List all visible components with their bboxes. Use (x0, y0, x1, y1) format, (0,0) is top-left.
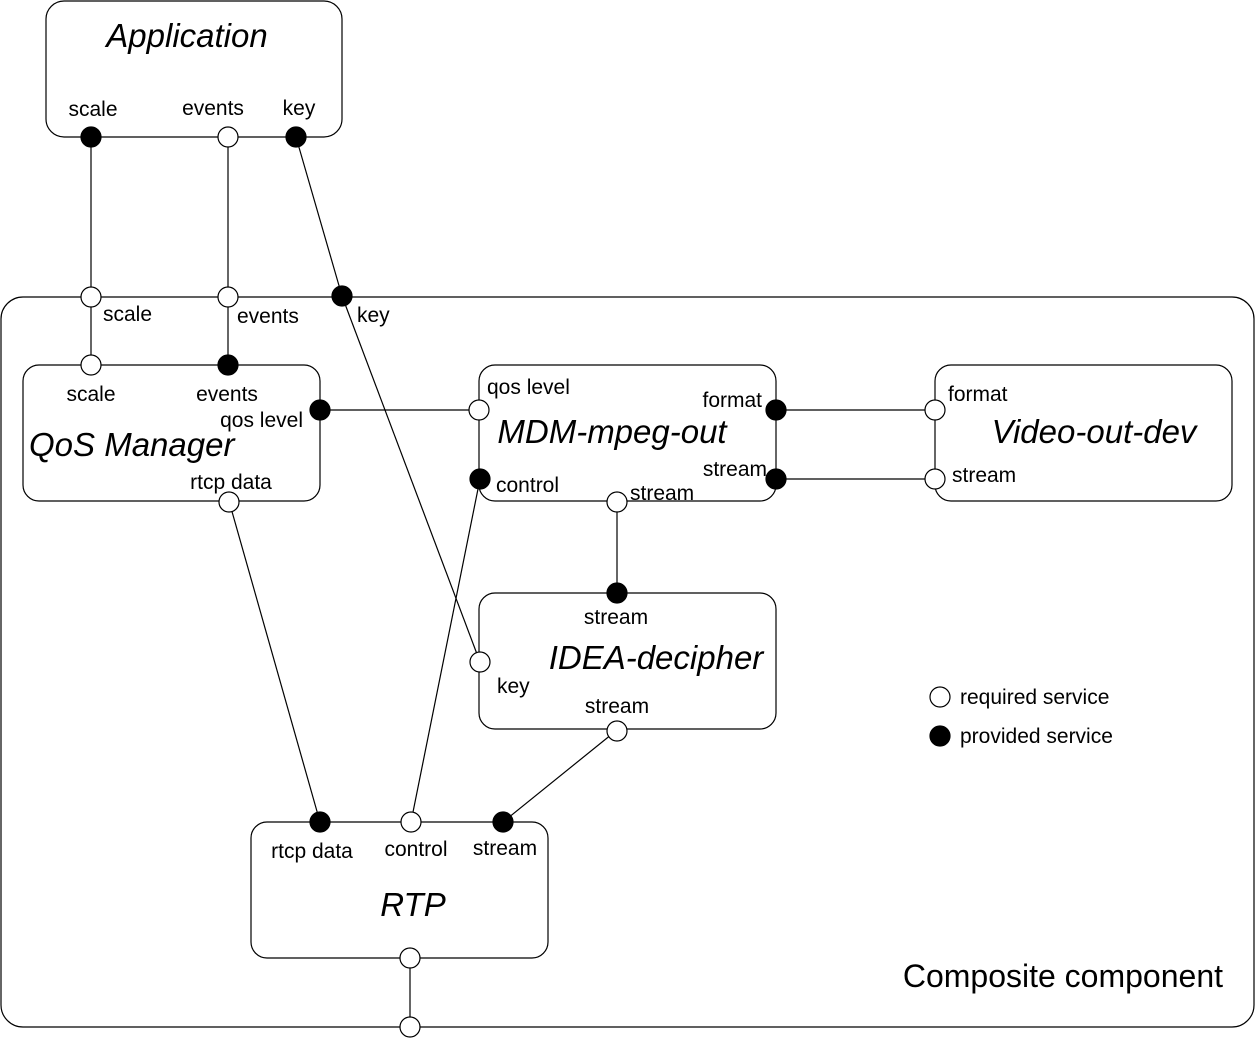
composite-key-label: key (357, 304, 390, 327)
idea-decipher-title: IDEA-decipher (549, 639, 766, 676)
app-scale-port (80, 126, 102, 148)
video-format-label: format (948, 383, 1008, 406)
wire-control (410, 478, 481, 823)
idea-stream-in-label: stream (584, 606, 648, 629)
mdm-stream-in-port (606, 491, 628, 513)
composite-key-port (331, 285, 353, 307)
composite-component-label: Composite component (903, 958, 1223, 994)
legend: required service provided service (929, 686, 1113, 748)
qos-scale-port (80, 354, 102, 376)
mdm-qos-level-port (468, 399, 490, 421)
app-key-port (285, 126, 307, 148)
mdm-control-port (469, 468, 491, 490)
composite-events-label: events (237, 305, 299, 328)
rtp-control-port (400, 811, 422, 833)
mdm-format-port (765, 399, 787, 421)
video-out-dev-box (934, 364, 1233, 502)
app-events-port (217, 126, 239, 148)
qos-level-label: qos level (220, 409, 303, 432)
provided-service-legend-label: provided service (960, 725, 1113, 748)
wire-key-composite-idea (341, 295, 481, 663)
mdm-stream-out-port (765, 468, 787, 490)
app-events-label: events (182, 97, 244, 120)
idea-stream-out-label: stream (585, 695, 649, 718)
composite-events-port (217, 286, 239, 308)
application-box (45, 0, 343, 138)
rtp-rtcp-data-label: rtcp data (271, 840, 353, 863)
mdm-format-label: format (702, 389, 762, 412)
qos-events-label: events (196, 383, 258, 406)
idea-stream-in-port (606, 582, 628, 604)
wire-stream-rtp-idea (502, 729, 618, 823)
mdm-control-label: control (496, 474, 559, 497)
qos-events-port (217, 354, 239, 376)
app-scale-label: scale (68, 98, 117, 121)
rtp-stream-port (492, 811, 514, 833)
mdm-mpeg-out-title: MDM-mpeg-out (497, 413, 728, 450)
video-stream-label: stream (952, 464, 1016, 487)
app-key-label: key (283, 97, 316, 120)
rtp-control-label: control (384, 838, 447, 861)
video-out-dev-title: Video-out-dev (992, 413, 1199, 450)
composite-scale-label: scale (103, 303, 152, 326)
idea-key-port (469, 651, 491, 673)
video-format-port (924, 399, 946, 421)
rtp-bottom-port (399, 947, 421, 969)
required-service-legend-label: required service (960, 686, 1109, 709)
qos-manager-box (22, 364, 321, 502)
mdm-stream-in-label: stream (630, 482, 694, 505)
qos-rtcp-data-label: rtcp data (190, 471, 272, 494)
provided-service-legend-icon (929, 725, 951, 747)
rtp-stream-label: stream (473, 837, 537, 860)
application-title: Application (104, 17, 267, 54)
composite-scale-port (80, 286, 102, 308)
qos-level-port (309, 399, 331, 421)
rtp-title: RTP (380, 886, 445, 923)
mdm-qos-level-label: qos level (487, 376, 570, 399)
wire-key-app-composite (295, 136, 343, 297)
qos-scale-label: scale (66, 383, 115, 406)
mdm-stream-out-label: stream (703, 458, 767, 481)
wire-rtcp-data (228, 500, 321, 823)
composite-bottom-port (399, 1016, 421, 1038)
rtp-rtcp-data-port (309, 811, 331, 833)
idea-key-label: key (497, 675, 530, 698)
idea-stream-out-port (606, 720, 628, 742)
qos-manager-title: QoS Manager (29, 426, 236, 463)
video-stream-port (924, 468, 946, 490)
required-service-legend-icon (929, 686, 951, 708)
qos-rtcp-data-port (218, 491, 240, 513)
composite-component-boundary (0, 296, 1255, 1028)
